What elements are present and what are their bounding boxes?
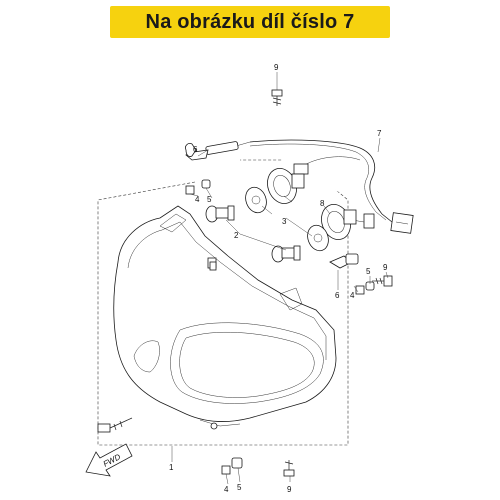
page-title: Na obrázku díl číslo 7: [145, 10, 355, 33]
bulb-cover-lower[interactable]: [304, 222, 332, 253]
bolt-left[interactable]: [97, 417, 133, 433]
forward-arrow-icon: FWD: [85, 443, 133, 477]
nut-upper[interactable]: [185, 185, 195, 195]
harness-plug-left[interactable]: [205, 141, 239, 155]
callout-1: 1: [169, 463, 174, 472]
callout-6: 6: [193, 145, 198, 154]
headlight-bulb-lower[interactable]: [271, 245, 301, 263]
callout-2: 2: [234, 231, 239, 240]
bulb-socket-lower[interactable]: [317, 200, 357, 243]
nut-bottom[interactable]: [221, 465, 231, 475]
callout-9: 9: [383, 263, 388, 272]
position-lamp-socket-upper[interactable]: [185, 143, 197, 157]
harness-plug-mid[interactable]: [293, 163, 309, 175]
callout-7: 7: [377, 129, 382, 138]
callout-4: 4: [350, 291, 355, 300]
collar-upper[interactable]: [201, 179, 211, 189]
socket-terminal: [291, 173, 305, 189]
mount-hole: [210, 422, 218, 430]
callout-8: 8: [320, 199, 325, 208]
header-banner: Na obrázku díl číslo 7: [110, 6, 390, 38]
nut-right[interactable]: [355, 285, 365, 295]
position-lamp-socket-lower[interactable]: [329, 253, 359, 269]
headlight-housing[interactable]: [113, 205, 337, 430]
callout-9: 9: [287, 485, 292, 494]
callout-3: 3: [282, 217, 287, 226]
bolt-top[interactable]: [271, 89, 283, 106]
headlight-bulb-upper[interactable]: [205, 205, 235, 223]
callout-5: 5: [207, 195, 212, 204]
leader-lines: [171, 72, 389, 485]
bulb-flange: [227, 205, 235, 221]
callout-4: 4: [195, 195, 200, 204]
wire-harness[interactable]: [185, 139, 414, 234]
callout-4: 4: [224, 485, 229, 494]
bulb-socket-upper[interactable]: [263, 164, 305, 207]
socket-terminal: [343, 209, 357, 225]
harness-plug-right[interactable]: [363, 213, 375, 229]
callout-5: 5: [237, 483, 242, 492]
clip[interactable]: [209, 261, 217, 271]
callout-5: 5: [366, 267, 371, 276]
collar-bottom[interactable]: [231, 457, 243, 469]
bulb-cover-upper[interactable]: [242, 184, 270, 215]
bulb-flange: [293, 245, 301, 261]
callout-labels: 9 6 7 4 5 3 2 8 6 4 5 9 1 4 5 9: [169, 63, 388, 494]
bolt-right[interactable]: [372, 275, 393, 287]
bolt-bottom[interactable]: [283, 460, 295, 477]
callout-6: 6: [335, 291, 340, 300]
callout-9: 9: [274, 63, 279, 72]
